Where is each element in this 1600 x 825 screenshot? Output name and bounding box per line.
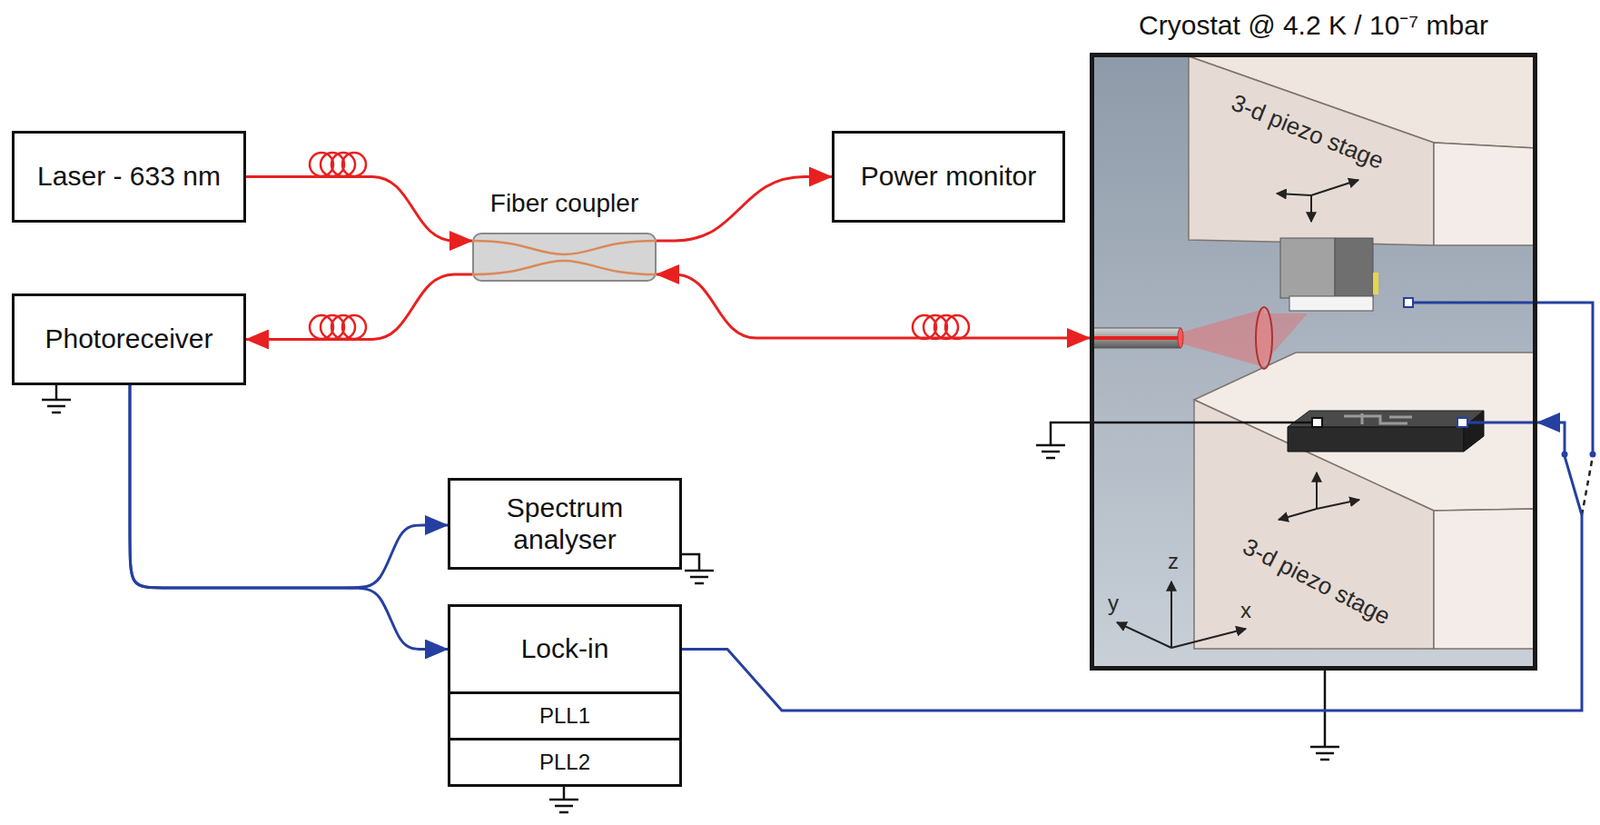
- fiber-coupler: Fiber coupler: [472, 232, 657, 282]
- process-box: Spectrum analyser: [447, 477, 682, 570]
- light-cone: [1180, 308, 1265, 367]
- contact-pad: [1457, 417, 1468, 427]
- process-box: Photoreceiver: [11, 293, 247, 386]
- node-text: Lock-in: [521, 632, 610, 665]
- axis-arrow: [1116, 622, 1172, 648]
- stage-axes-arrows: [1276, 179, 1359, 222]
- stage-side: [1433, 508, 1536, 649]
- node-text: Power monitor: [860, 160, 1037, 193]
- ground-symbol: [1310, 746, 1340, 760]
- axis-arrow: [1278, 508, 1317, 520]
- ground-symbols: [41, 399, 1340, 812]
- cantilever-chip: [1289, 296, 1373, 311]
- axis-label: y: [1107, 591, 1119, 615]
- axis-arrow: [1171, 628, 1246, 648]
- cantilever-holder: [1280, 237, 1413, 311]
- process-box: Power monitor: [831, 130, 1066, 223]
- process-box: PLL2: [447, 737, 682, 787]
- fiber-coil: [342, 152, 366, 177]
- optical-fiber: [246, 177, 473, 242]
- switch-contact: [1590, 451, 1597, 458]
- coupler-fibers: [472, 232, 657, 282]
- ground-wire: [562, 786, 566, 800]
- fiber-core: [1092, 335, 1181, 340]
- optical-fiber: [656, 274, 1090, 338]
- optical-fiber: [656, 177, 832, 242]
- signal-wire: [1467, 421, 1538, 425]
- fiber-coil: [945, 315, 969, 339]
- signal-cable: [129, 385, 448, 650]
- fiber-tip: [1177, 327, 1184, 348]
- chip-side: [1463, 410, 1484, 452]
- node-text: Spectrum analyser: [474, 492, 656, 555]
- holder-block: [1334, 237, 1373, 298]
- fiber-ferrule: [1092, 327, 1181, 348]
- fiber-coil: [342, 315, 366, 339]
- contact-pad: [1312, 417, 1323, 427]
- ground-symbol: [684, 570, 714, 583]
- holder-block: [1280, 237, 1335, 298]
- axis-arrow: [1316, 499, 1360, 509]
- process-box: PLL1: [447, 691, 682, 741]
- ground-symbol: [41, 399, 71, 413]
- node-text: PLL1: [539, 702, 591, 729]
- coupler-fiber: [472, 240, 657, 255]
- axis-arrow: [1276, 193, 1312, 196]
- ground-wire: [55, 385, 59, 400]
- node-heading: Fiber coupler: [490, 188, 639, 218]
- fiber-optics: [1092, 306, 1308, 369]
- process-box: Lock-in: [447, 603, 682, 694]
- node-text: PLL2: [539, 749, 591, 775]
- wires: [56, 302, 1597, 800]
- upper-piezo-stage: [1188, 56, 1536, 246]
- chip-pattern: [1343, 413, 1413, 425]
- stage-side: [1433, 142, 1536, 246]
- switch-arm: [1581, 455, 1593, 515]
- coordinate-axes: [1116, 581, 1246, 648]
- axis-arrow: [1310, 195, 1313, 222]
- lens: [1255, 306, 1273, 369]
- chip-front: [1287, 426, 1464, 452]
- axis-label: z: [1167, 549, 1179, 573]
- coupler-fiber: [472, 260, 657, 275]
- process-box: Laser - 633 nm: [11, 130, 247, 223]
- node-text: Laser - 633 nm: [37, 160, 221, 193]
- axis-arrow: [1311, 179, 1359, 196]
- contact: [1372, 272, 1379, 295]
- ground-symbol: [549, 799, 579, 812]
- axis-arrow: [1315, 472, 1318, 509]
- contact-pad: [1403, 297, 1413, 307]
- ground-wire: [1323, 670, 1327, 747]
- stage-front: [1188, 56, 1434, 246]
- node-text: Photoreceiver: [44, 323, 213, 356]
- optical-fiber: [246, 274, 473, 340]
- chip-top: [1287, 410, 1484, 427]
- sample-chip: [1287, 410, 1484, 452]
- lower-piezo-stage: [1194, 352, 1536, 649]
- stage-axes-arrows: [1278, 472, 1360, 520]
- ground-wire: [681, 553, 700, 571]
- axis-label: x: [1240, 598, 1252, 623]
- ground-symbol: [1036, 444, 1066, 458]
- cryostat-interior: [1089, 52, 1538, 671]
- node-heading: Cryostat @ 4.2 K / 10⁻⁷ mbar: [1138, 9, 1489, 42]
- axis-arrow: [1170, 581, 1173, 648]
- signal-cable: [129, 385, 448, 588]
